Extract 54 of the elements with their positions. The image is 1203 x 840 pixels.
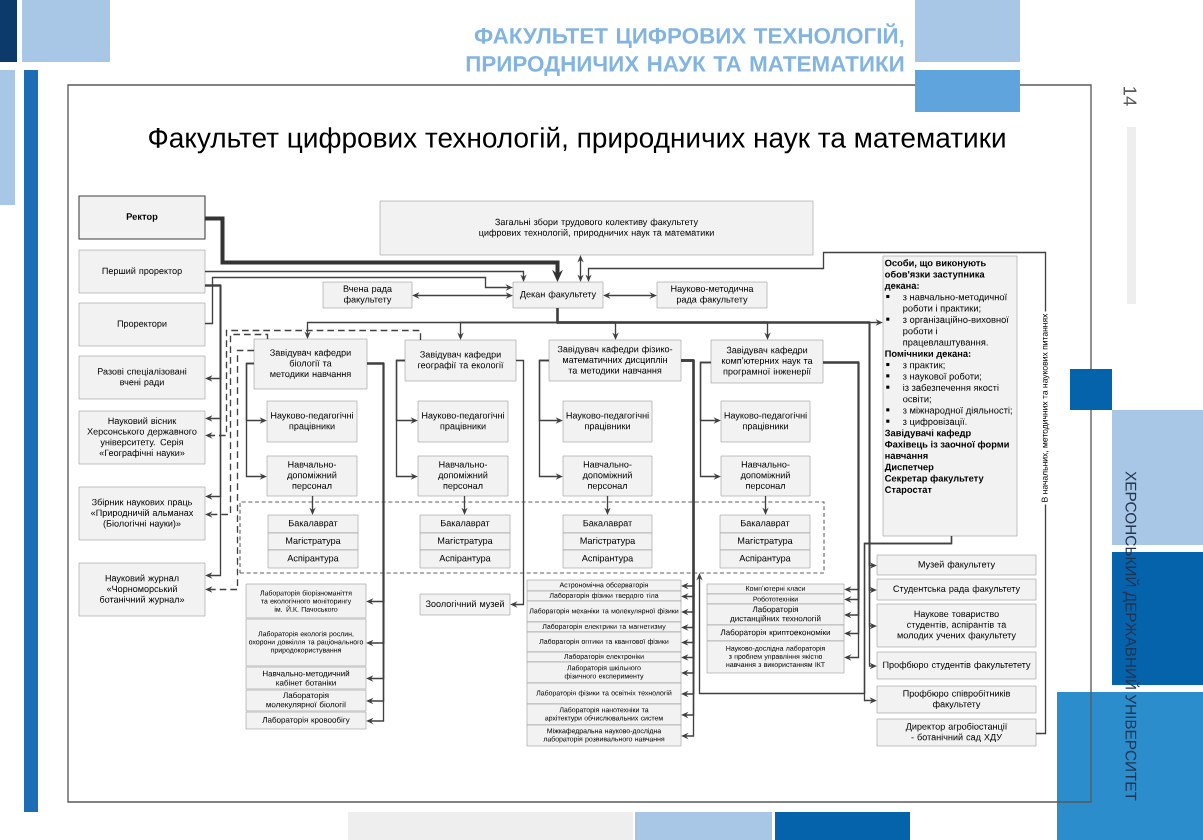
- org-box: Науковий вісник Херсонського державного університету. Серія «Географічні науки»: [78, 410, 206, 465]
- org-box: Науково-педагогічні працівники: [720, 400, 811, 443]
- org-box: Навчально-допоміжний персонал: [266, 455, 358, 497]
- org-box: Директор агробіостанції - ботанічний сад ХДУ: [876, 718, 1037, 747]
- dashed-frame: [239, 501, 825, 574]
- level-box: Аспірантура: [719, 549, 811, 569]
- org-box: Проректори: [78, 302, 206, 347]
- org-box: Профбюро співробітників факультету: [876, 685, 1037, 714]
- org-box: Науково-педагогічні працівники: [266, 400, 358, 443]
- org-box: Студентська рада факультету: [876, 578, 1037, 601]
- lab-box: Лабораторія молекулярної біології: [245, 689, 367, 712]
- org-box: Наукове товариство студентів, аспірантів та молодих учених факультету: [876, 603, 1037, 648]
- header-text: ФАКУЛЬТЕТ ЦИФРОВИХ ТЕХНОЛОГІЙ, ПРИРОДНИЧИХ НАУК ТА МАТЕМАТИКИ: [466, 23, 904, 76]
- arrow: [696, 535, 953, 695]
- level-box: Бакалаврат: [267, 514, 359, 534]
- org-box: Завідувач кафедри компʼютерних наук та програмної інженерії: [710, 339, 824, 384]
- level-box: Бакалаврат: [419, 514, 511, 534]
- arrow: [204, 270, 527, 282]
- level-box: Аспірантура: [419, 549, 511, 569]
- staff-list-box: Особи, що виконують обов'язки заступника декана: з навчально-методичної роботи і практики; з організаційно-виховної роботи і працевлаштування. Помічники декана: з практик; з наукової роботи; із забезпечення якості освіти; з міжнародної діяльності; з цифровізації. Завідувачі кафедр Фахівець із заочної форми навчання Диспетчер Секретар факультету Старостат: [882, 255, 1018, 537]
- lab-box: Лабораторія дистанційних технологій: [706, 603, 845, 626]
- title: Факультет цифрових технологій, природничих наук та математики: [149, 126, 1005, 154]
- lab-box: Навчально-методичний кабінет ботаніки: [245, 666, 367, 690]
- level-box: Аспірантура: [562, 549, 653, 569]
- org-box: Завідувач кафедри біології та методики навчання: [253, 338, 368, 390]
- lab-box: Зоологічний музей: [419, 593, 511, 616]
- vertical-text: ХЕРСОНСЬКИЙ ДЕРЖАВНИЙ УНІВЕРСИТЕТ: [1122, 471, 1140, 801]
- org-box: Загальні збори трудового колективу факультету цифрових технологій, природничих наук та математики: [379, 200, 814, 256]
- org-box: Навчально-допоміжний персонал: [562, 455, 653, 497]
- org-box: Науково-педагогічні працівники: [562, 400, 653, 443]
- page-number: 14: [1123, 87, 1137, 106]
- org-box: Навчально-допоміжний персонал: [720, 455, 811, 497]
- position-box: Ректор: [78, 195, 206, 240]
- level-box: Аспірантура: [267, 549, 359, 569]
- org-box: Завідувач кафедри фізико-математичних дисциплін та методики навчання: [548, 339, 682, 382]
- org-box: Навчально-допоміжний персонал: [417, 455, 509, 497]
- level-box: Бакалаврат: [562, 514, 653, 534]
- edge-label: В начальних, методичних та наукових питаннях: [1039, 311, 1052, 505]
- org-box: Науково-педагогічні працівники: [417, 400, 509, 443]
- org-box: Разові спеціалізовані вчені ради: [78, 355, 206, 400]
- arrow: [204, 284, 222, 579]
- org-box: Науковий журнал «Чорноморський ботанічний журнал»: [78, 562, 206, 617]
- org-box: Музей факультету: [876, 554, 1037, 576]
- org-box: Профбюро студентів факультетету: [876, 651, 1037, 680]
- lab-box: Лабораторія криптоекономіки: [706, 624, 845, 642]
- arrow: [204, 276, 513, 325]
- level-box: Бакалаврат: [719, 514, 811, 534]
- lab-box: Лабораторія кровообігу: [245, 711, 367, 730]
- org-box: Перший проректор: [78, 249, 206, 294]
- org-box: Науково-методична рада факультету: [656, 281, 768, 309]
- org-box: Завідувач кафедри географії та екології: [404, 339, 517, 382]
- org-box: Збірник наукових праць «Природничій альманах (Біологічні науки)»: [78, 486, 206, 541]
- org-box: Декан факультету: [512, 281, 604, 309]
- org-box: Вчена рада факультету: [322, 281, 413, 309]
